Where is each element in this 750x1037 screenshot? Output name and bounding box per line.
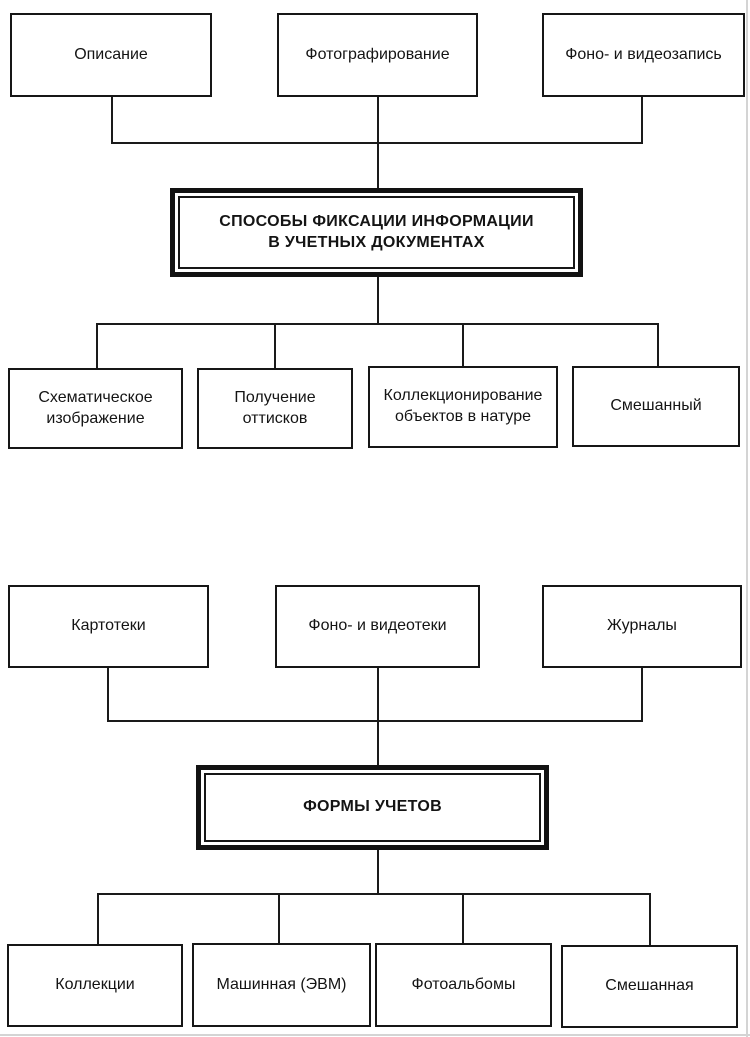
node-label: Фоно- и видеозапись bbox=[565, 45, 722, 63]
connector-line bbox=[96, 323, 659, 325]
connector-line bbox=[107, 668, 109, 722]
node-label: Картотеки bbox=[71, 617, 146, 635]
connector-line bbox=[657, 323, 659, 366]
node-label: Машинная (ЭВМ) bbox=[216, 975, 347, 993]
connector-line bbox=[278, 893, 280, 943]
node-label: Описание bbox=[74, 45, 148, 63]
connector-line bbox=[377, 277, 379, 323]
node-label: Фотографирование bbox=[305, 45, 450, 63]
node-label: Смешанная bbox=[605, 977, 694, 995]
connector-line bbox=[377, 97, 379, 188]
scan-edge-right bbox=[746, 0, 748, 1037]
hub-label: СПОСОБЫ ФИКСАЦИИ ИНФОРМАЦИИ В УЧЕТНЫХ ДО… bbox=[219, 212, 534, 251]
node-label: Коллекции bbox=[55, 976, 135, 994]
node-schematic-image: Схематическое изображение bbox=[8, 368, 183, 449]
node-journals: Журналы bbox=[542, 585, 742, 668]
connector-line bbox=[274, 323, 276, 368]
connector-line bbox=[377, 850, 379, 893]
node-card-files: Картотеки bbox=[8, 585, 209, 668]
node-label: Получение оттисков bbox=[234, 388, 316, 427]
node-phono-video-recording: Фоно- и видеозапись bbox=[542, 13, 745, 97]
node-photo-albums: Фотоальбомы bbox=[375, 943, 552, 1027]
node-collecting-objects: Коллекционирование объектов в натуре bbox=[368, 366, 558, 448]
hub-label: ФОРМЫ УЧЕТОВ bbox=[303, 798, 442, 816]
node-collections: Коллекции bbox=[7, 944, 183, 1027]
node-label: Смешанный bbox=[610, 397, 702, 415]
node-label: Фотоальбомы bbox=[411, 975, 516, 993]
node-label: Коллекционирование объектов в натуре bbox=[383, 387, 543, 425]
connector-line bbox=[649, 893, 651, 945]
node-label: Схематическое изображение bbox=[38, 388, 153, 427]
node-mixed-method: Смешанный bbox=[572, 366, 740, 447]
node-description: Описание bbox=[10, 13, 212, 97]
connector-line bbox=[97, 893, 651, 895]
scan-edge-bottom bbox=[0, 1034, 750, 1036]
node-obtaining-impressions: Получение оттисков bbox=[197, 368, 353, 449]
node-label: Фоно- и видеотеки bbox=[308, 617, 447, 635]
connector-line bbox=[641, 97, 643, 144]
node-phono-video-libraries: Фоно- и видеотеки bbox=[275, 585, 480, 668]
connector-line bbox=[462, 323, 464, 366]
connector-line bbox=[107, 720, 643, 722]
node-mixed-form: Смешанная bbox=[561, 945, 738, 1028]
node-photographing: Фотографирование bbox=[277, 13, 478, 97]
hub-inner-frame: ФОРМЫ УЧЕТОВ bbox=[204, 773, 541, 842]
hub-inner-frame: СПОСОБЫ ФИКСАЦИИ ИНФОРМАЦИИ В УЧЕТНЫХ ДО… bbox=[178, 196, 575, 269]
connector-line bbox=[96, 323, 98, 368]
connector-line bbox=[97, 893, 99, 944]
connector-line bbox=[641, 668, 643, 722]
connector-line bbox=[377, 668, 379, 765]
connector-line bbox=[111, 97, 113, 144]
connector-line bbox=[462, 893, 464, 943]
node-machine-computer: Машинная (ЭВМ) bbox=[192, 943, 371, 1027]
hub-fixing-methods: СПОСОБЫ ФИКСАЦИИ ИНФОРМАЦИИ В УЧЕТНЫХ ДО… bbox=[170, 188, 583, 277]
node-label: Журналы bbox=[607, 617, 677, 635]
hub-record-forms: ФОРМЫ УЧЕТОВ bbox=[196, 765, 549, 850]
